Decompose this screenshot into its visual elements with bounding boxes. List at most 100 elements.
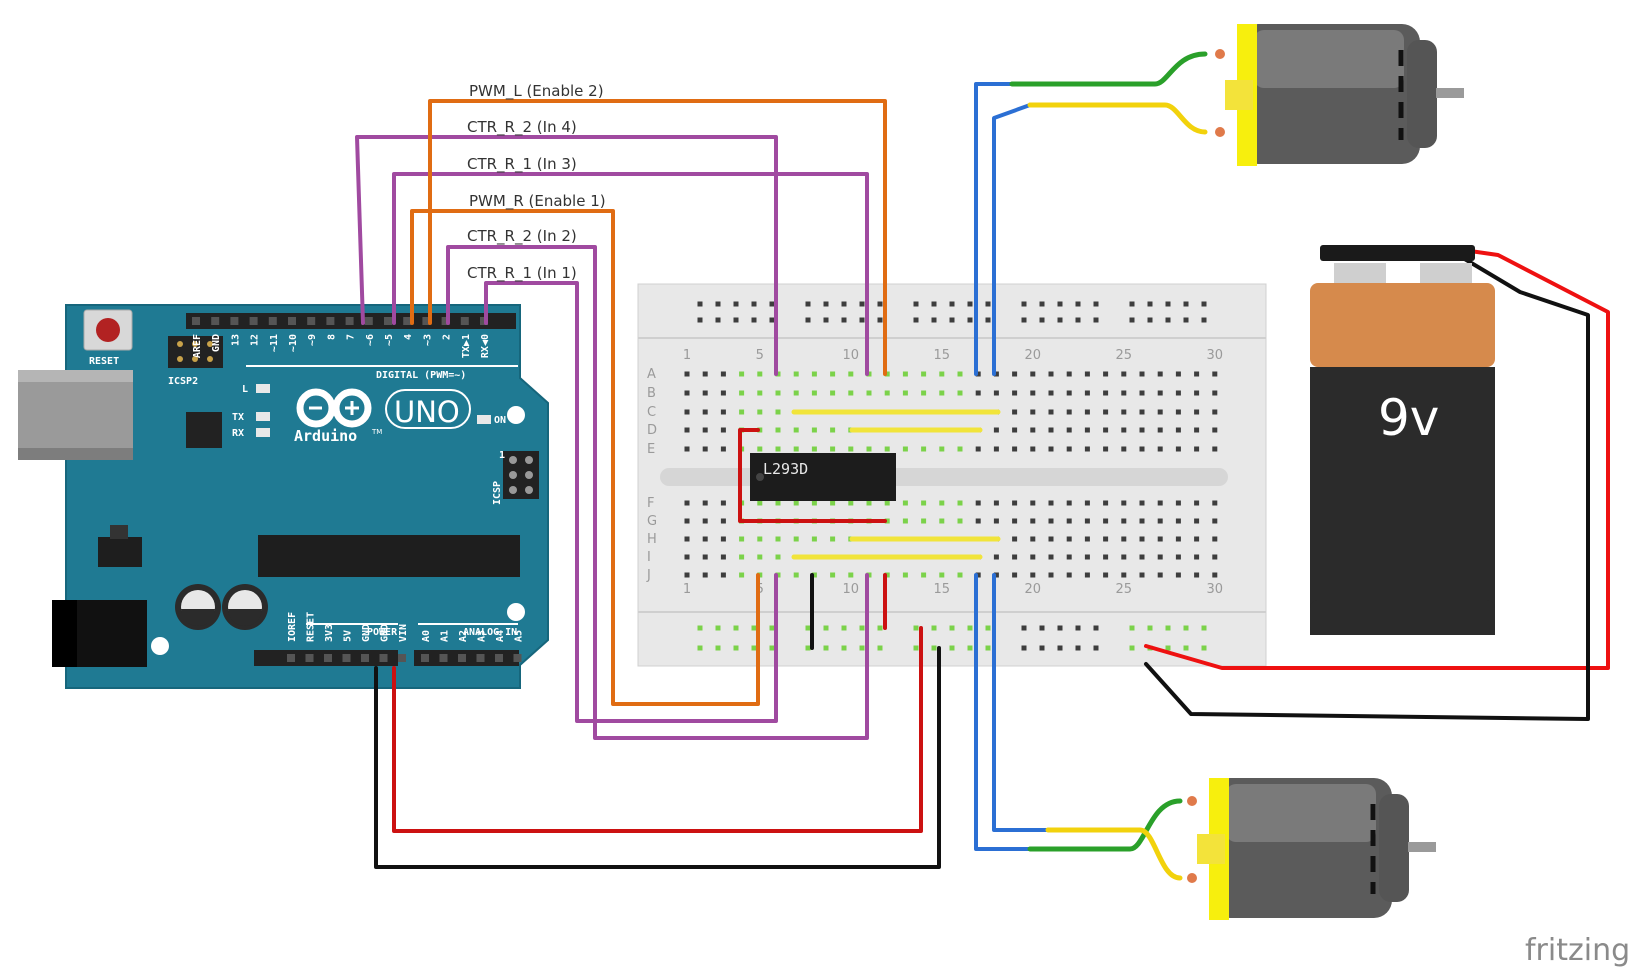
rail-hole <box>751 301 757 307</box>
header-pin <box>441 317 450 325</box>
rail-hole <box>967 645 973 651</box>
breadboard-hole <box>1175 371 1181 377</box>
rail-hole <box>769 301 775 307</box>
breadboard-hole <box>775 446 781 452</box>
breadboard-hole <box>1048 409 1054 415</box>
breadboard-hole <box>1012 409 1018 415</box>
breadboard-hole <box>1139 536 1145 542</box>
breadboard-hole <box>830 536 836 542</box>
breadboard-hole <box>1048 371 1054 377</box>
breadboard-hole <box>702 427 708 433</box>
rail-hole <box>1183 645 1189 651</box>
digital-pin-label: ~10 <box>288 334 299 352</box>
breadboard-hole <box>830 572 836 578</box>
breadboard-hole <box>684 390 690 396</box>
rail-hole <box>715 317 721 323</box>
rail-hole <box>967 301 973 307</box>
rail-hole <box>1147 625 1153 631</box>
breadboard-hole <box>757 390 763 396</box>
breadboard-hole <box>720 409 726 415</box>
breadboard-hole <box>739 554 745 560</box>
row-letter: E <box>647 442 655 457</box>
wire-chip-power <box>738 428 887 523</box>
digital-pin-label: 2 <box>442 334 453 340</box>
breadboard-hole <box>1084 446 1090 452</box>
rail-hole <box>985 317 991 323</box>
breadboard-hole <box>993 390 999 396</box>
breadboard-hole <box>848 446 854 452</box>
breadboard-hole <box>1012 572 1018 578</box>
breadboard-hole <box>684 518 690 524</box>
wire-ctr-r2-in4 <box>355 135 778 376</box>
rail-hole <box>823 301 829 307</box>
arduino-logo <box>296 388 471 429</box>
breadboard-hole <box>1084 427 1090 433</box>
rail-hole <box>1201 645 1207 651</box>
rail-hole <box>877 645 883 651</box>
header-pin <box>307 317 316 325</box>
breadboard-hole <box>939 390 945 396</box>
rail-hole <box>1021 625 1027 631</box>
rail-hole <box>913 317 919 323</box>
atmega-chip <box>258 535 520 577</box>
breadboard-hole <box>1121 554 1127 560</box>
rail-hole <box>841 317 847 323</box>
label-ctr-r2-in4: CTR_R_2 (In 4) <box>467 118 577 137</box>
breadboard-hole <box>757 554 763 560</box>
breadboard-hole <box>884 390 890 396</box>
led-rx <box>256 428 270 437</box>
breadboard-hole <box>1157 390 1163 396</box>
breadboard-hole <box>884 500 890 506</box>
wire-motor1-a <box>974 82 1014 376</box>
breadboard-hole <box>1030 427 1036 433</box>
breadboard-hole <box>1030 554 1036 560</box>
breadboard-hole <box>993 572 999 578</box>
breadboard-hole <box>702 572 708 578</box>
breadboard-hole <box>1048 572 1054 578</box>
header-pin <box>398 654 406 662</box>
rail-hole <box>733 645 739 651</box>
breadboard-hole <box>884 572 890 578</box>
breadboard-hole <box>793 446 799 452</box>
rail-hole <box>1129 645 1135 651</box>
reset-button[interactable] <box>83 309 133 351</box>
led-tx <box>256 412 270 421</box>
breadboard-hole <box>1212 371 1218 377</box>
breadboard-hole <box>866 390 872 396</box>
breadboard-hole <box>1030 371 1036 377</box>
breadboard-hole <box>1066 500 1072 506</box>
breadboard-hole <box>811 371 817 377</box>
breadboard-hole <box>921 572 927 578</box>
fritzing-watermark: fritzing <box>1525 933 1630 968</box>
breadboard-hole <box>684 371 690 377</box>
breadboard-hole <box>848 371 854 377</box>
rail-hole <box>715 645 721 651</box>
rail-hole <box>1183 301 1189 307</box>
breadboard-hole <box>811 446 817 452</box>
breadboard-hole <box>1103 536 1109 542</box>
breadboard-hole <box>1157 446 1163 452</box>
breadboard-hole <box>1175 500 1181 506</box>
breadboard-hole <box>811 536 817 542</box>
breadboard-hole <box>720 446 726 452</box>
breadboard-hole <box>975 572 981 578</box>
breadboard-hole <box>1030 409 1036 415</box>
header-pin <box>379 654 388 662</box>
breadboard-hole <box>720 390 726 396</box>
rail-hole <box>1201 317 1207 323</box>
breadboard-hole <box>1194 390 1200 396</box>
breadboard-hole <box>921 500 927 506</box>
breadboard-hole <box>1157 554 1163 560</box>
breadboard-hole <box>702 390 708 396</box>
rail-hole <box>697 301 703 307</box>
breadboard-hole <box>739 409 745 415</box>
header-pin <box>211 317 220 325</box>
l293d-chip: L293D <box>750 453 896 501</box>
breadboard-hole <box>775 427 781 433</box>
header-pin <box>345 317 354 325</box>
label-ctr-r2-in2: CTR_R_2 (In 2) <box>467 227 577 246</box>
breadboard-hole <box>720 500 726 506</box>
wires <box>355 51 1610 881</box>
breadboard-hole <box>811 390 817 396</box>
breadboard-hole <box>957 390 963 396</box>
